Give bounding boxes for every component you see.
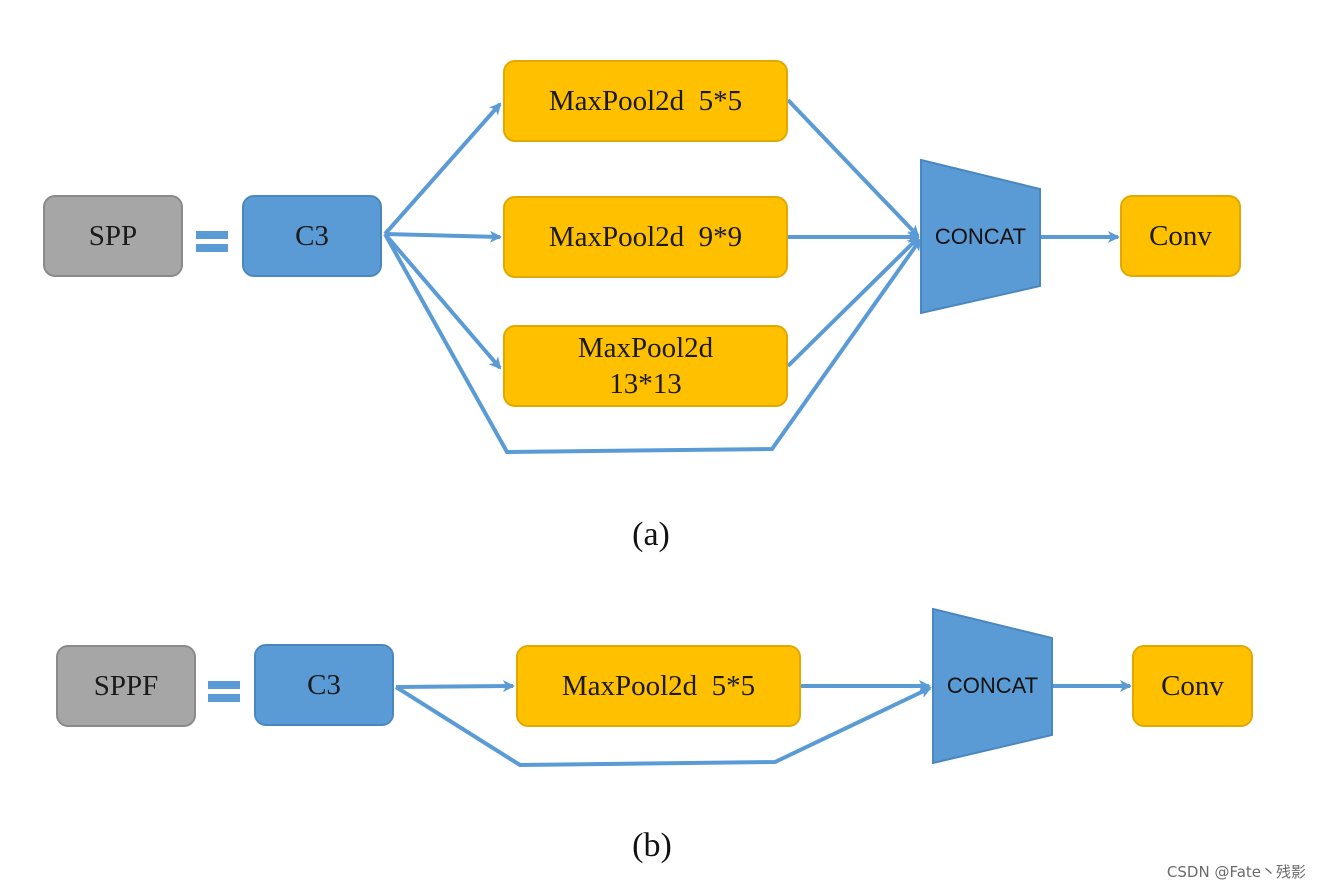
concat-block-b bbox=[932, 607, 1053, 765]
maxpool-5x5-label-a: MaxPool2d 5*5 bbox=[548, 84, 743, 117]
maxpool-5x5-block-b: MaxPool2d 5*5 bbox=[516, 645, 801, 727]
maxpool-9x9-label: MaxPool2d 9*9 bbox=[548, 220, 743, 253]
c3-block-a: C3 bbox=[242, 195, 382, 277]
concat-label-a: CONCAT bbox=[934, 224, 1027, 249]
arrow-c3-to-pool3 bbox=[383, 232, 502, 370]
maxpool-13x13-block: MaxPool2d 13*13 bbox=[503, 325, 788, 407]
conv-label-b: Conv bbox=[1161, 669, 1224, 702]
maxpool-5x5-label-b: MaxPool2d 5*5 bbox=[561, 669, 756, 702]
conv-block-a: Conv bbox=[1120, 195, 1241, 277]
arrow-c3-to-pool-b bbox=[395, 680, 515, 693]
arrow-c3-to-pool2 bbox=[384, 230, 502, 243]
caption-a: (a) bbox=[632, 516, 670, 553]
spp-label: SPP bbox=[88, 219, 138, 252]
conv-label-a: Conv bbox=[1149, 219, 1212, 252]
equals-sign-bottom-bar-b bbox=[208, 694, 240, 702]
maxpool-13x13-label-line1: MaxPool2d bbox=[577, 331, 714, 364]
conv-block-b: Conv bbox=[1132, 645, 1253, 727]
maxpool-5x5-block-a: MaxPool2d 5*5 bbox=[503, 60, 788, 142]
sppf-label: SPPF bbox=[93, 669, 159, 702]
c3-label-b: C3 bbox=[307, 668, 341, 701]
csdn-watermark: CSDN @Fate丶残影 bbox=[1166, 863, 1306, 881]
c3-block-b: C3 bbox=[254, 644, 394, 726]
arrow-c3-bypass-to-concat-b bbox=[394, 685, 932, 768]
spp-block: SPP bbox=[43, 195, 183, 277]
equals-sign-top-bar-b bbox=[208, 681, 240, 689]
c3-label-a: C3 bbox=[295, 219, 329, 252]
caption-b: (b) bbox=[632, 827, 672, 864]
arrow-pool3-to-concat bbox=[786, 236, 920, 368]
maxpool-13x13-label-line2: 13*13 bbox=[609, 368, 682, 400]
equals-sign-bottom-bar-a bbox=[196, 244, 228, 252]
equals-sign-top-bar-a bbox=[196, 231, 228, 239]
arrow-c3-to-pool1 bbox=[383, 102, 502, 236]
concat-label-b: CONCAT bbox=[946, 673, 1039, 698]
arrow-pool1-to-concat bbox=[786, 98, 920, 238]
maxpool-9x9-block: MaxPool2d 9*9 bbox=[503, 196, 788, 278]
arrow-c3-bypass-to-concat bbox=[383, 233, 922, 455]
concat-block-a bbox=[920, 158, 1041, 315]
sppf-block: SPPF bbox=[56, 645, 196, 727]
